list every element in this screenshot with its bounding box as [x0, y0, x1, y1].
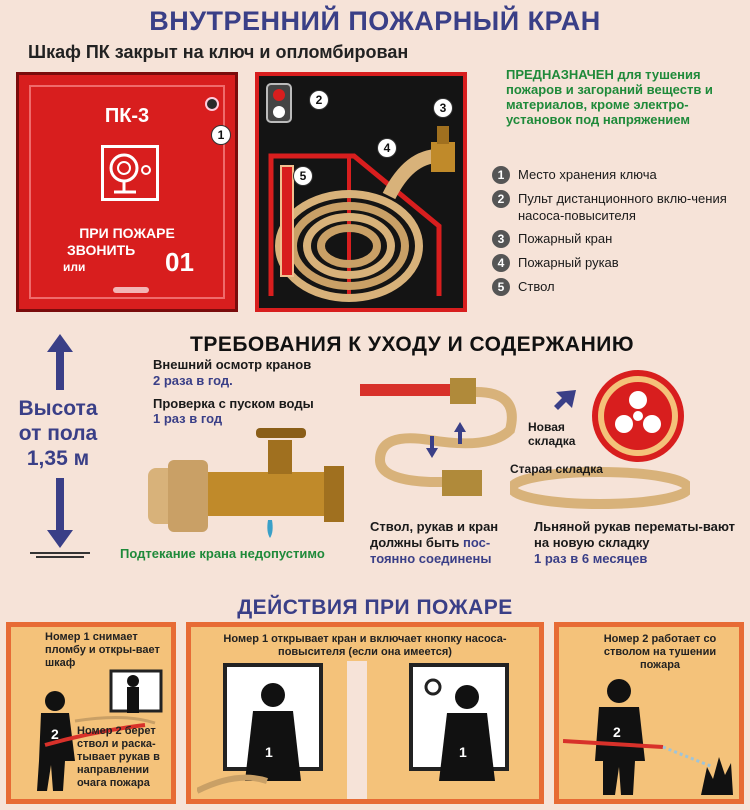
purpose-text: ПРЕДНАЗНАЧЕН для тушения пожаров и загор… [506, 67, 738, 127]
actions-title: ДЕЙСТВИЯ ПРИ ПОЖАРЕ [237, 596, 513, 619]
legend-text: Пульт дистанционного вклю-чения насоса-п… [518, 191, 727, 223]
legend-text: Пожарный кран [518, 231, 613, 246]
callout-2: 2 [309, 90, 329, 110]
floor-line [30, 552, 90, 554]
callout-4: 4 [377, 138, 397, 158]
old-fold-label: Старая складка [510, 462, 603, 476]
connection-text-b: пос-тоянно соединены [370, 535, 492, 566]
new-fold-label: Новая складка [528, 420, 576, 448]
leak-warning: Подтекание крана недопустимо [120, 546, 325, 561]
callout-1: 1 [211, 125, 231, 145]
action-panel-2: Номер 1 открывает кран и включает кнопку… [186, 622, 544, 804]
inspection-frequency: 2 раза в год. [153, 373, 233, 388]
key-lock-icon [205, 97, 219, 111]
legend-num: 5 [492, 278, 510, 296]
height-line3: 1,35 м [26, 447, 90, 470]
legend-num: 1 [492, 166, 510, 184]
panel2-top-text: Номер 1 открывает кран и включает кнопку… [223, 633, 507, 658]
legend-text: Ствол [518, 279, 555, 294]
height-label: Высота от пола 1,35 м [8, 396, 108, 471]
legend-num: 3 [492, 230, 510, 248]
legend-num: 2 [492, 190, 510, 208]
action-panel-1: Номер 1 снимает пломбу и откры-вает шкаф… [6, 622, 176, 804]
hose-reel-icon [101, 145, 159, 201]
linen-hose-frequency: 1 раз в 6 месяцев [534, 551, 648, 566]
panel1-bottom-text: Номер 2 берет ствол и раска-тывает рукав… [77, 725, 160, 789]
callout-3: 3 [433, 98, 453, 118]
purpose-highlight: ПРЕДНАЗНАЧЕН [506, 67, 614, 82]
purpose-body: для тушения пожаров и загораний веществ … [506, 67, 713, 127]
hose-reel-illustration [510, 370, 690, 509]
requirements-title: ТРЕБОВАНИЯ К УХОДУ И СОДЕРЖАНИЮ [190, 333, 634, 356]
legend-item: 5 Ствол [492, 278, 742, 296]
svg-text:2: 2 [613, 724, 621, 740]
height-line1: Высота [18, 397, 98, 420]
legend-text: Пожарный рукав [518, 255, 619, 270]
water-test-label: Проверка с пуском воды [153, 396, 314, 411]
panel1-top-text: Номер 1 снимает пломбу и откры-вает шкаф [45, 631, 160, 669]
legend-item: 1 Место хранения ключа [492, 166, 742, 184]
open-cabinet: 2 3 4 5 [255, 72, 467, 312]
legend-num: 4 [492, 254, 510, 272]
linen-hose-text: Льняной рукав перематы-вают на новую скл… [534, 519, 744, 567]
legend-item: 3 Пожарный кран [492, 230, 742, 248]
cabinet-text-line2: ЗВОНИТЬ [67, 242, 136, 258]
emergency-number: 01 [165, 247, 194, 277]
legend-item: 4 Пожарный рукав [492, 254, 742, 272]
svg-text:1: 1 [265, 744, 273, 760]
callout-5: 5 [293, 166, 313, 186]
valve-illustration [148, 428, 344, 538]
legend-item: 2 Пульт дистанционного вклю-чения насоса-… [492, 190, 742, 224]
cabinet-handle [113, 287, 149, 293]
floor-line [36, 556, 84, 558]
arrow-up-icon [47, 334, 73, 390]
svg-text:1: 1 [459, 744, 467, 760]
hose-connection-illustration [360, 378, 517, 496]
open-cabinet-illustration [266, 83, 455, 302]
connection-text-a: Ствол, рукав и кран должны быть [370, 519, 499, 550]
legend: 1 Место хранения ключа 2 Пульт дистанционн… [492, 166, 742, 302]
legend-text: Место хранения ключа [518, 167, 657, 182]
arrow-down-icon [47, 478, 73, 548]
cabinet-label: ПК-3 [104, 105, 150, 127]
inspection-label: Внешний осмотр кранов [153, 357, 312, 372]
action-panel-3: Номер 2 работает со стволом на тушении п… [554, 622, 744, 804]
page-subtitle: Шкаф ПК закрыт на ключ и опломбирован [28, 42, 409, 62]
cabinet-door-frame [29, 85, 225, 299]
closed-cabinet: ПК-3 1 ПРИ ПОЖАРЕ ЗВОНИТЬ или 01 [16, 72, 238, 312]
firefighters-silhouette-icon: 2 [37, 669, 163, 791]
cabinet-instructions: ПРИ ПОЖАРЕ ЗВОНИТЬ или [19, 225, 235, 276]
firefighter-extinguishing-icon: 2 [563, 679, 733, 795]
connection-text: Ствол, рукав и кран должны быть пос-тоян… [370, 519, 510, 567]
page-title: ВНУТРЕННИЙ ПОЖАРНЫЙ КРАН [149, 6, 601, 36]
panel3-top-text: Номер 2 работает со стволом на тушении п… [603, 633, 717, 671]
water-test-frequency: 1 раз в год [153, 411, 223, 426]
svg-text:2: 2 [51, 726, 59, 742]
firefighter-opening-valve-icon: 1 1 [197, 661, 509, 799]
height-line2: от пола [18, 422, 98, 445]
cabinet-text-or: или [63, 260, 86, 274]
cabinet-text-line1: ПРИ ПОЖАРЕ [79, 225, 175, 241]
linen-hose-text-line: Льняной рукав перематы-вают на новую скл… [534, 519, 736, 550]
